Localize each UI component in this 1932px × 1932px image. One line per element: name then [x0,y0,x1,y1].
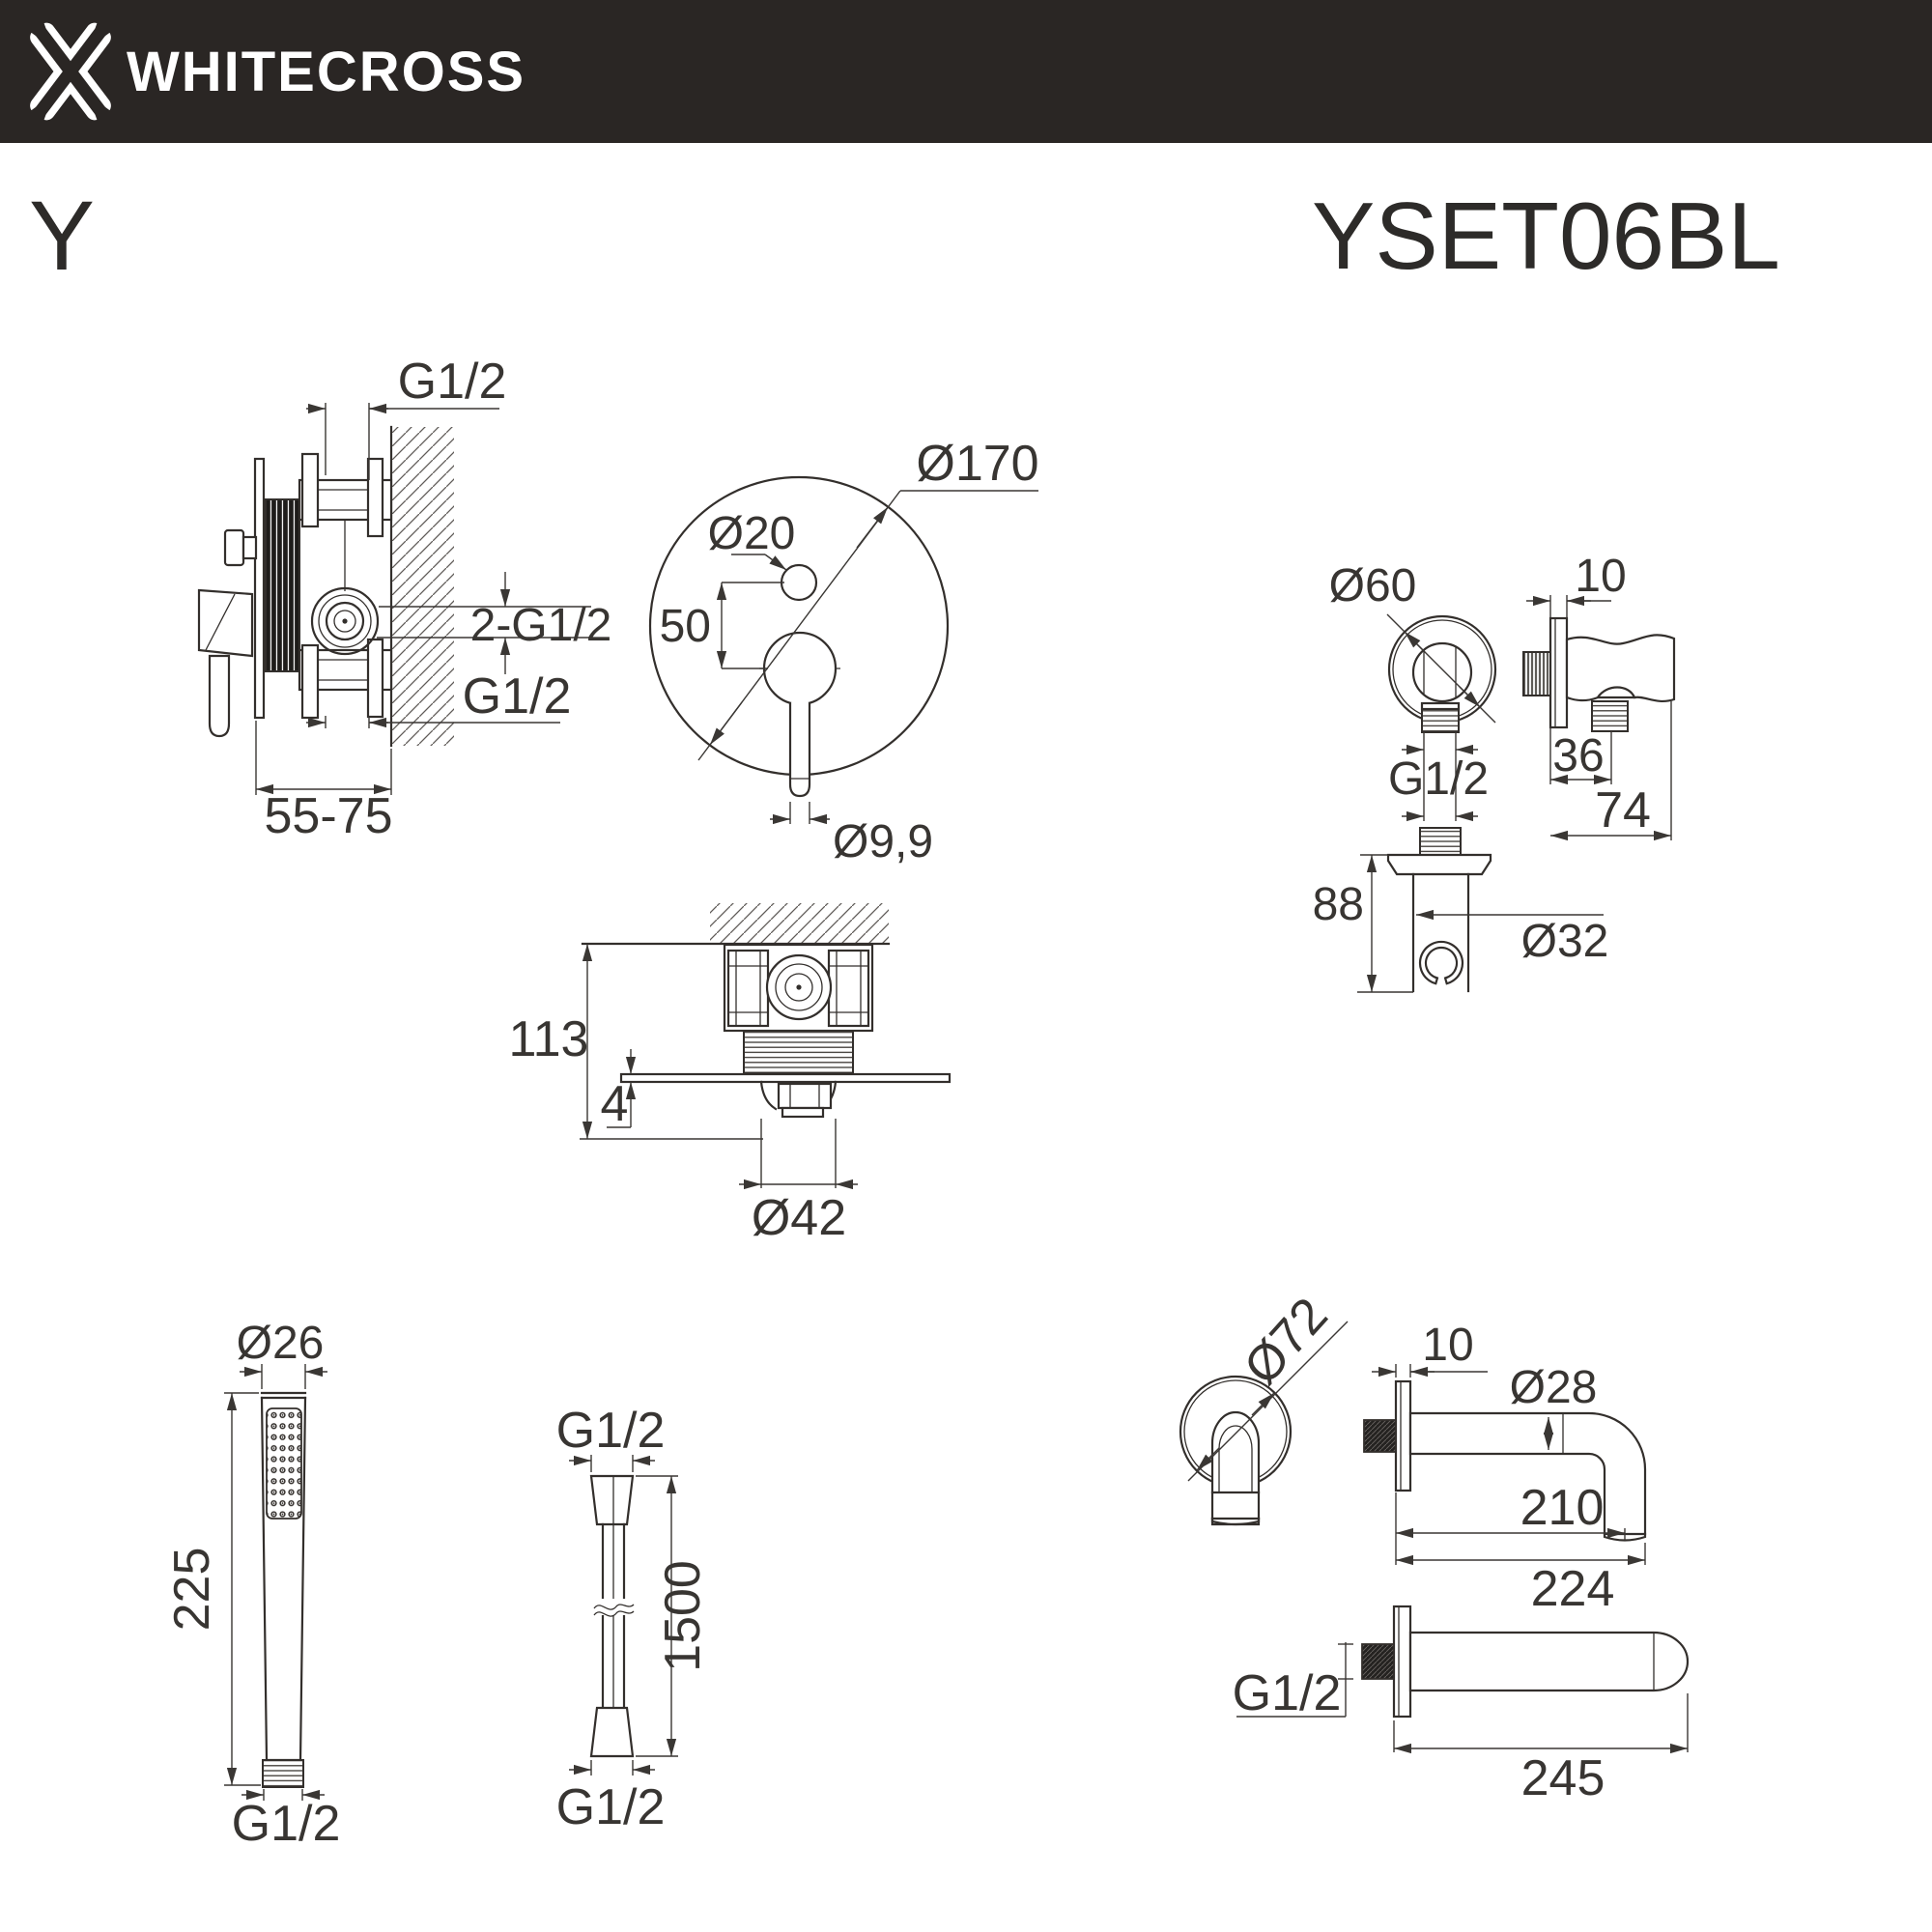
series-title: Y [29,181,96,291]
dim-spout-plate-thickness: 10 [1422,1320,1473,1371]
drawing-trim-front-view: Ø170 Ø20 50 Ø9,9 [648,436,1039,867]
dim-outlet-escutcheon-diameter: Ø60 [1329,560,1417,611]
dim-section-escutcheon-diameter: Ø42 [752,1190,846,1246]
dim-hose-thread-bottom: G1/2 [556,1779,666,1835]
drawing-bath-spout: Ø72 10 Ø28 210 [1179,1288,1690,1806]
dim-spout-length-straight: 245 [1521,1750,1605,1806]
dim-handshower-length: 225 [164,1548,220,1632]
dim-trim-plate-diameter: Ø170 [916,436,1038,492]
drawing-valve-section: 113 4 Ø42 [509,903,952,1246]
dim-spout-thread: G1/2 [1233,1665,1342,1721]
dim-mixer-depth-range: 55-75 [265,788,393,844]
drawing-mixer-side-view: G1/2 2-G1/2 G1/2 55-75 [197,354,612,844]
dim-mixer-thread-top: G1/2 [398,354,507,410]
dim-outlet-body-height: 88 [1313,879,1364,930]
dim-outlet-thread: G1/2 [1388,753,1489,805]
dim-handshower-thread: G1/2 [232,1796,341,1852]
dim-spout-tube-diameter: Ø28 [1510,1362,1598,1413]
dim-spout-length-to-bend: 210 [1520,1480,1605,1536]
drawing-wall-outlet: Ø60 G1/2 88 Ø32 [1313,551,1676,993]
dim-outlet-plate-thickness: 10 [1575,551,1626,602]
drawing-hand-shower: Ø26 225 G1/2 [164,1318,340,1852]
dim-handshower-head-diameter: Ø26 [237,1318,325,1369]
dim-hose-length: 1500 [655,1560,711,1672]
dim-section-depth: 113 [509,1011,589,1067]
dim-hose-thread-top: G1/2 [556,1403,666,1459]
dim-mixer-thread-mid: 2-G1/2 [470,600,612,651]
dim-outlet-offset: 36 [1552,730,1604,781]
dim-spout-length-total: 224 [1531,1561,1615,1617]
brand-name: WHITECROSS [127,40,526,103]
dim-mixer-thread-bottom: G1/2 [463,668,572,724]
dim-trim-lever-diameter: Ø9,9 [833,816,933,867]
drawing-shower-hose: G1/2 1500 G1/2 [556,1403,711,1835]
dim-section-plate-thickness: 4 [601,1076,629,1132]
dim-outlet-holder-depth: 74 [1595,782,1651,838]
header-bar: WHITECROSS [0,0,1932,143]
dim-trim-center-distance: 50 [660,601,711,652]
dim-trim-button-diameter: Ø20 [708,508,796,559]
dim-outlet-holder-diameter: Ø32 [1521,916,1609,967]
whitecross-logo-icon [29,20,112,123]
